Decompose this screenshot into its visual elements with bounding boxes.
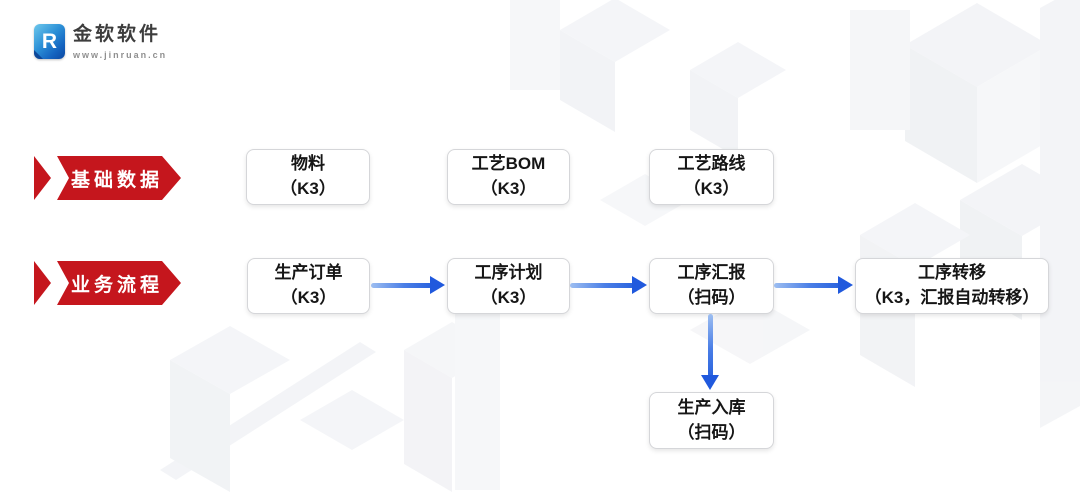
banner-label: 基础数据 (71, 169, 164, 191)
banner-label: 业务流程 (71, 274, 164, 296)
node-production-inbound: 生产入库 （扫码） (649, 392, 774, 449)
company-logo: R 金软软件 www.jinruan.cn (34, 24, 167, 60)
node-subtitle: （K3） (683, 179, 740, 198)
node-subtitle: （K3） (480, 288, 537, 307)
banner-chevron-icon (34, 156, 51, 200)
node-subtitle: （扫码） (677, 422, 746, 442)
node-subtitle: （K3） (280, 179, 336, 198)
banner-business-flow: 业务流程 (34, 261, 181, 305)
logo-letter: R (41, 30, 58, 53)
arrow-report-to-transfer-icon (774, 275, 853, 295)
arrow-plan-to-report-icon (570, 275, 647, 295)
node-production-order: 生产订单 （K3） (247, 258, 370, 314)
brand-name: 金软软件 (73, 24, 162, 45)
node-operation-transfer: 工序转移 （K3，汇报自动转移） (855, 258, 1049, 314)
node-title: 生产订单 (274, 263, 343, 283)
node-process-bom: 工艺BOM （K3） (447, 149, 570, 205)
node-title: 工艺路线 (677, 154, 746, 174)
node-title: 工序计划 (474, 263, 543, 283)
node-subtitle: （K3） (480, 179, 537, 198)
node-operation-report: 工序汇报 （扫码） (649, 258, 774, 314)
node-operation-plan: 工序计划 （K3） (447, 258, 570, 314)
banner-chevron-icon (34, 261, 51, 305)
node-title: 工序汇报 (677, 263, 746, 283)
banner-basic-data: 基础数据 (34, 156, 181, 200)
node-subtitle: （K3，汇报自动转移） (864, 288, 1040, 307)
node-subtitle: （扫码） (677, 288, 746, 307)
brand-url: www.jinruan.cn (73, 49, 168, 60)
arrow-order-to-plan-icon (371, 275, 445, 295)
arrow-report-to-inbound-icon (700, 314, 720, 390)
node-subtitle: （K3） (280, 288, 337, 307)
node-title: 工序转移 (918, 263, 986, 283)
node-material: 物料 （K3） (246, 149, 370, 205)
node-process-route: 工艺路线 （K3） (649, 149, 774, 205)
logo-mark-icon: R (34, 24, 65, 59)
node-title: 生产入库 (677, 397, 746, 417)
node-title: 工艺BOM (471, 154, 546, 174)
node-title: 物料 (291, 154, 325, 174)
